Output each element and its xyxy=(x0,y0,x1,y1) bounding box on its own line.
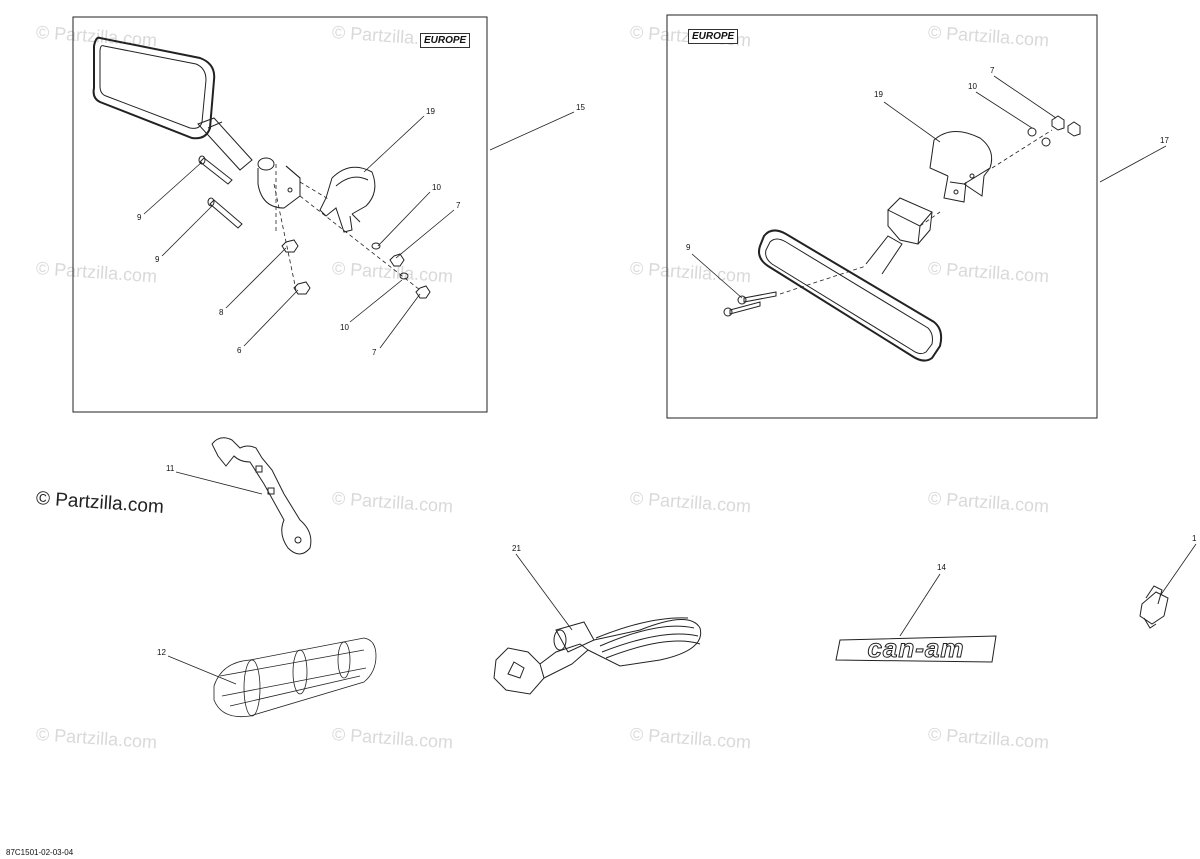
callout-10: 10 xyxy=(432,183,441,192)
panel-box-left xyxy=(72,16,488,413)
region-tag-europe-right: EUROPE xyxy=(688,29,739,44)
clamp-drawing-right xyxy=(929,131,993,203)
callout-17: 17 xyxy=(1160,136,1169,145)
callout-19: 19 xyxy=(874,90,883,99)
callout-7: 7 xyxy=(456,201,461,210)
callout-11: 11 xyxy=(166,464,175,473)
harness-drawing xyxy=(493,617,702,695)
rearview-mirror-drawing xyxy=(758,197,943,362)
callout-6: 6 xyxy=(237,346,242,355)
callout-9: 9 xyxy=(137,213,142,222)
logo-decal-drawing xyxy=(835,635,997,663)
callout-21: 21 xyxy=(512,544,521,553)
callout-9: 9 xyxy=(686,243,691,252)
callout-12: 12 xyxy=(157,648,166,657)
callout-7: 7 xyxy=(990,66,995,75)
panel-box-right xyxy=(666,14,1098,419)
logo-decal-text: can-am xyxy=(867,633,964,663)
drawing-code: 87C1501-02-03-04 xyxy=(6,848,74,857)
callout-14: 14 xyxy=(937,563,946,572)
nut-drawing-right xyxy=(1027,115,1081,147)
callout-9: 9 xyxy=(155,255,160,264)
callout-10: 10 xyxy=(340,323,349,332)
callout-10: 10 xyxy=(968,82,977,91)
callout-19: 19 xyxy=(426,107,435,116)
nut-drawing xyxy=(281,239,431,299)
callout-8: 8 xyxy=(219,308,224,317)
side-mirror-drawing xyxy=(92,36,301,209)
region-tag-europe-left: EUROPE xyxy=(420,33,471,48)
callout-7: 7 xyxy=(372,348,377,357)
bolt-drawing xyxy=(198,155,243,229)
leader-lines xyxy=(143,75,1197,685)
wrench-drawing xyxy=(211,437,312,555)
callout-15: 15 xyxy=(576,103,585,112)
bolt-drawing-right xyxy=(723,291,777,317)
callout-1: 1 xyxy=(1192,534,1197,543)
switch-drawing xyxy=(1139,585,1169,629)
clamp-drawing-left xyxy=(319,166,376,233)
cover-drawing xyxy=(213,637,377,718)
